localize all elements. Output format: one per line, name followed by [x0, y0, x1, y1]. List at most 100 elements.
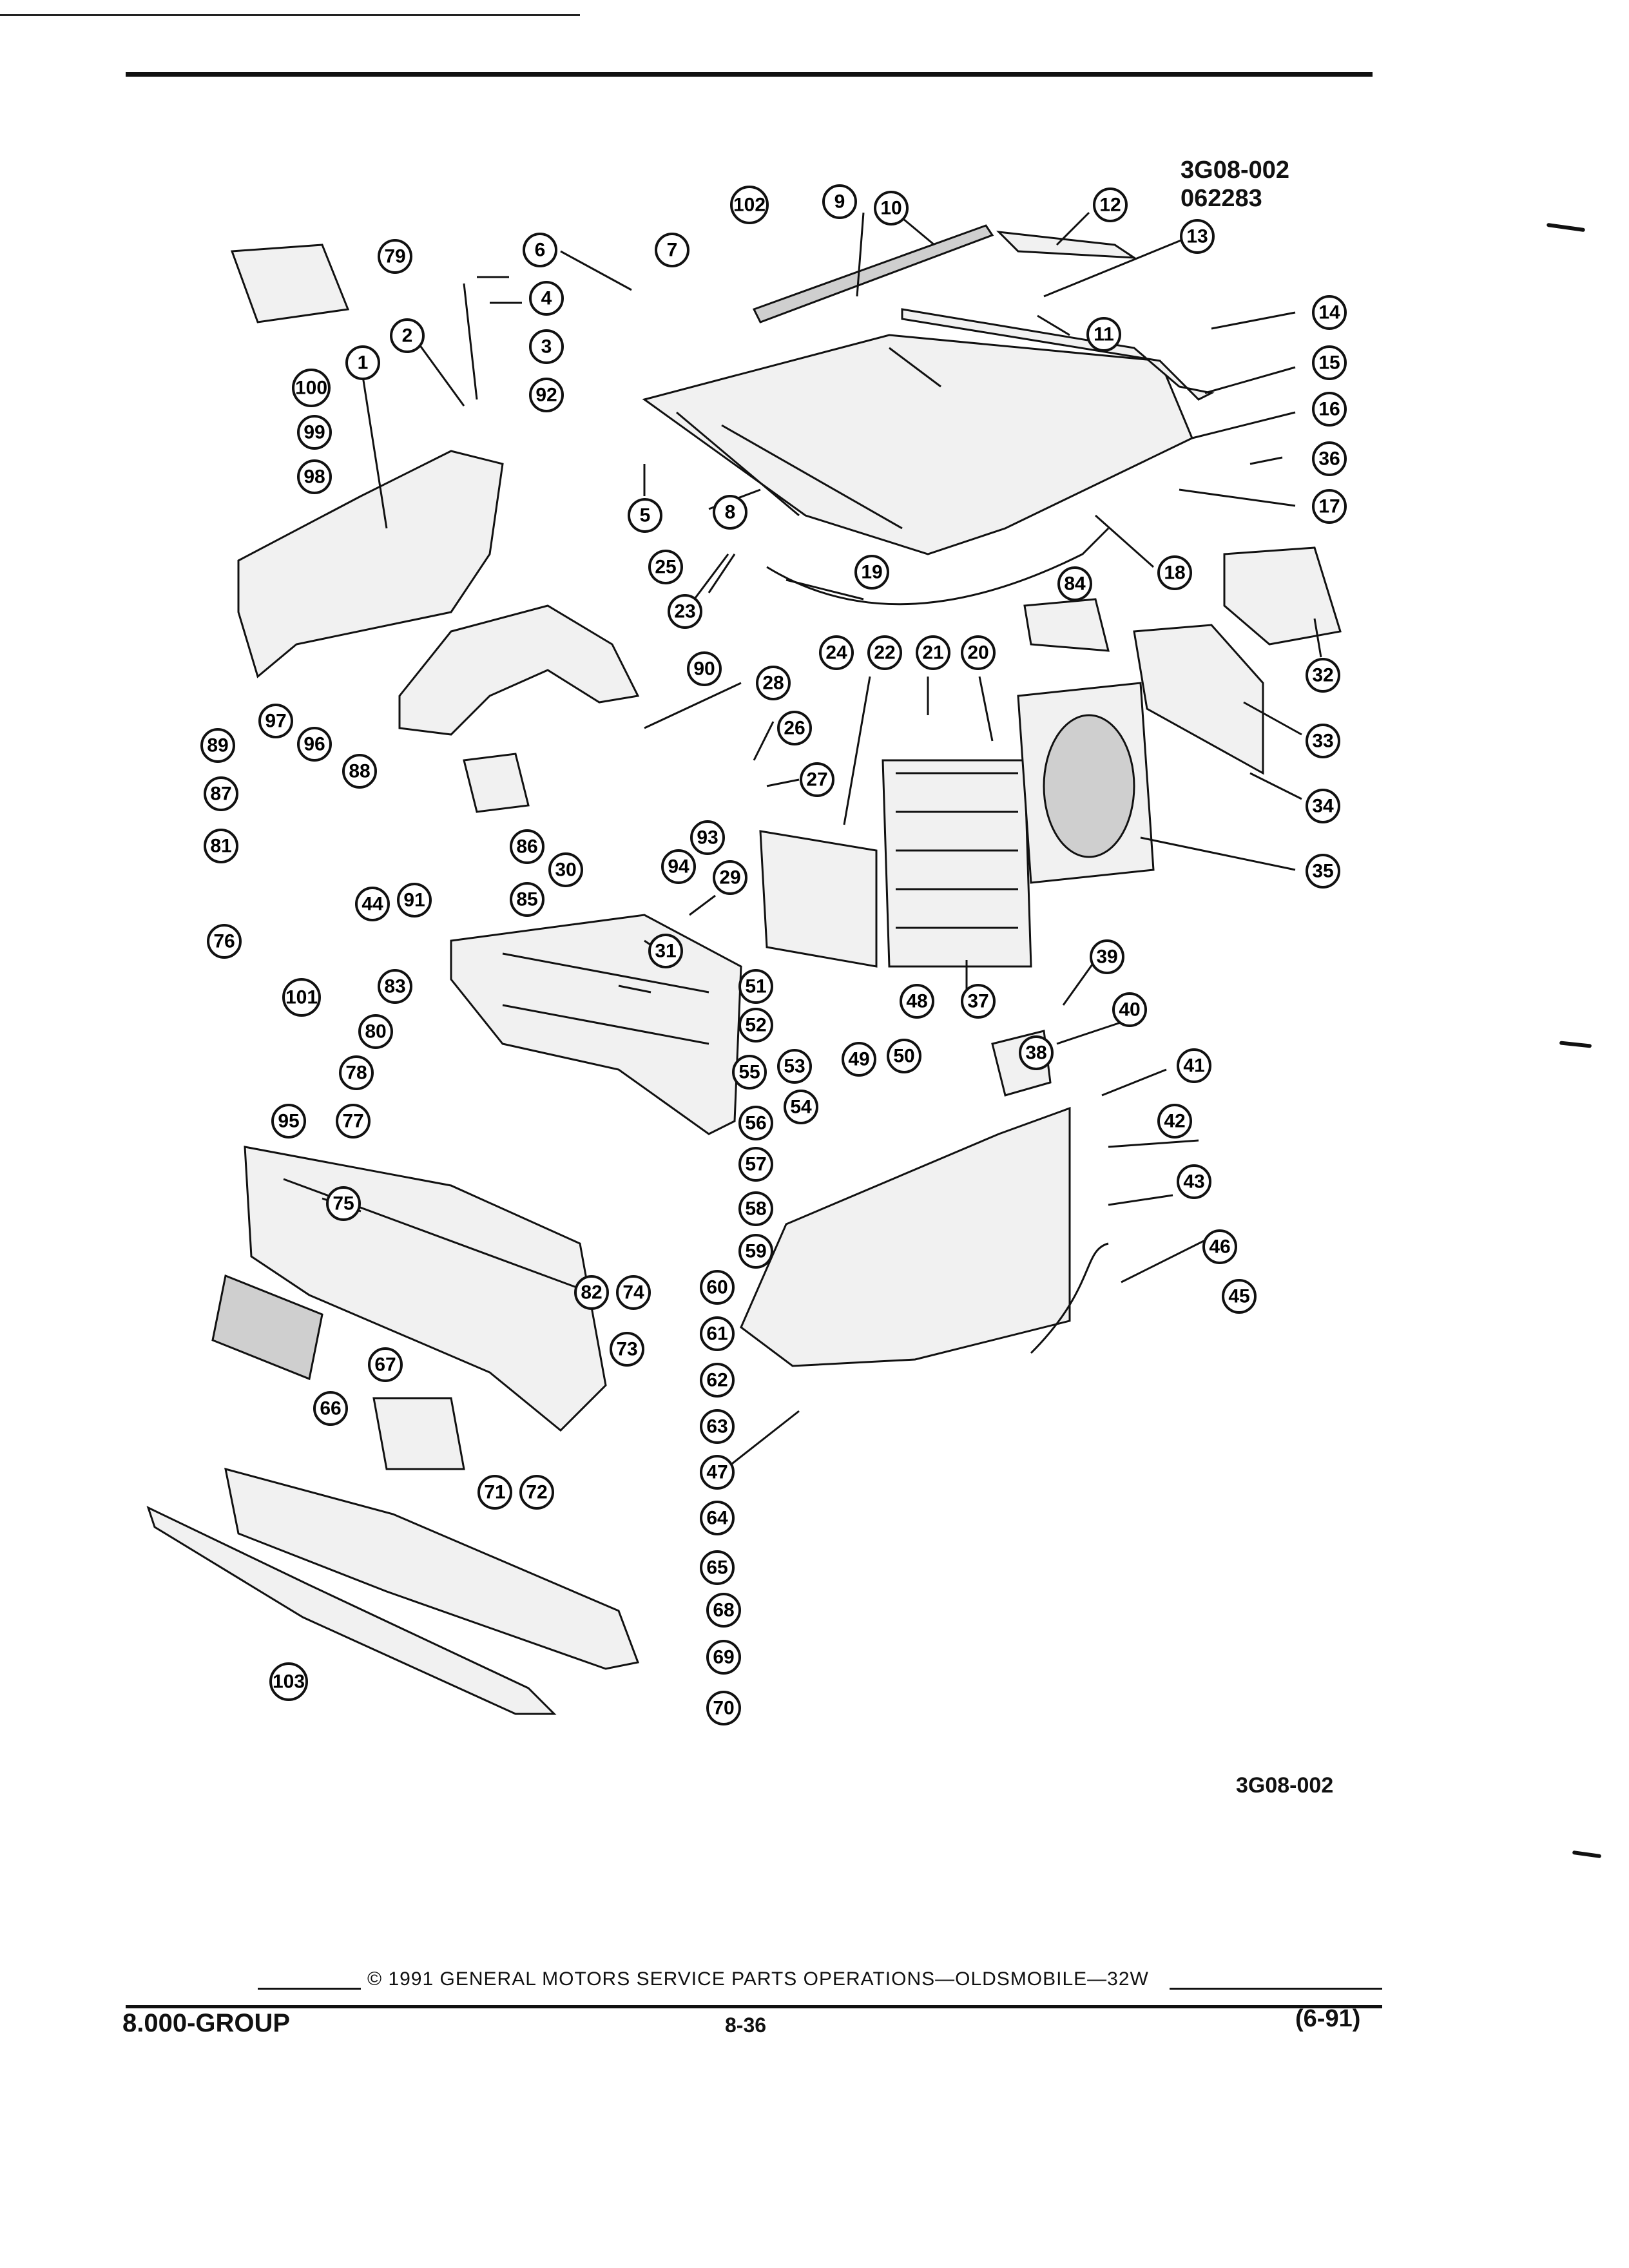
wheelhouse-liner — [398, 604, 640, 736]
battery-tray — [463, 753, 530, 813]
callout-number: 56 — [745, 1113, 766, 1134]
hood-rear-strip — [752, 224, 994, 323]
callout-number: 44 — [361, 894, 383, 915]
callout-number: 2 — [402, 325, 413, 347]
callout-23: 23 — [668, 594, 702, 629]
callout-1: 1 — [345, 345, 380, 380]
callout-circle — [1112, 992, 1147, 1027]
callout-number: 62 — [706, 1370, 728, 1391]
callout-21: 21 — [916, 635, 950, 670]
callout-circle — [706, 1691, 741, 1725]
upper-fan-shroud — [1133, 624, 1264, 775]
callout-number: 48 — [906, 991, 927, 1012]
callout-29: 29 — [713, 860, 747, 895]
upper-grille-panel — [996, 231, 1138, 259]
figure-ref-number: 062283 — [1181, 185, 1262, 212]
callout-65: 65 — [700, 1550, 735, 1585]
callout-number: 95 — [278, 1111, 299, 1132]
callout-number: 5 — [640, 505, 651, 526]
callout-10: 10 — [874, 191, 909, 226]
callout-31: 31 — [648, 934, 683, 968]
callout-number: 86 — [516, 836, 537, 858]
callout-number: 54 — [790, 1097, 812, 1118]
right-fender — [740, 1106, 1071, 1367]
callout-59: 59 — [738, 1234, 773, 1269]
callout-circle — [1306, 658, 1340, 693]
callout-circle — [1157, 555, 1192, 590]
callout-number: 99 — [304, 422, 325, 443]
callout-75: 75 — [326, 1186, 361, 1221]
callout-79: 79 — [378, 239, 412, 274]
engine-mount-bracket — [230, 244, 350, 323]
callout-45: 45 — [1222, 1279, 1257, 1314]
callout-number: 82 — [581, 1282, 602, 1303]
callout-number: 97 — [265, 711, 286, 732]
callout-34: 34 — [1306, 789, 1340, 823]
callout-102: 102 — [730, 186, 769, 224]
callout-number: 81 — [210, 836, 231, 857]
callout-40: 40 — [1112, 992, 1147, 1027]
callout-11: 11 — [1086, 317, 1121, 352]
callout-number: 72 — [526, 1482, 547, 1503]
callout-64: 64 — [700, 1501, 735, 1535]
callout-number: 21 — [922, 642, 943, 664]
callout-14: 14 — [1312, 295, 1347, 330]
callout-89: 89 — [200, 728, 235, 763]
callout-circle — [867, 635, 902, 670]
callout-number: 32 — [1312, 665, 1333, 686]
callout-circle — [378, 969, 412, 1004]
callout-number: 10 — [880, 198, 901, 219]
callout-62: 62 — [700, 1363, 735, 1398]
callout-number: 12 — [1099, 195, 1121, 216]
callout-circle — [529, 329, 564, 364]
callout-circle — [313, 1391, 348, 1426]
page-number: 8-36 — [725, 2013, 767, 2037]
callout-78: 78 — [339, 1055, 374, 1090]
callout-85: 85 — [510, 882, 545, 917]
callout-circle — [1093, 187, 1128, 222]
callout-number: 35 — [1312, 861, 1333, 882]
callout-circle — [1090, 939, 1124, 974]
callout-95: 95 — [271, 1104, 306, 1139]
callout-number: 46 — [1209, 1236, 1230, 1258]
footer-rule-right — [1170, 1988, 1382, 1990]
callout-number: 1 — [358, 352, 369, 374]
callout-circle — [874, 191, 909, 226]
grille — [211, 1274, 323, 1381]
callout-circle — [339, 1055, 374, 1090]
callout-circle — [1202, 1229, 1237, 1264]
callout-circle — [687, 651, 722, 686]
callout-circle — [738, 1147, 773, 1182]
callout-number: 11 — [1094, 324, 1114, 345]
callout-circle — [819, 635, 854, 670]
callout-circle — [510, 829, 545, 864]
callout-67: 67 — [368, 1347, 403, 1382]
callout-101: 101 — [282, 978, 321, 1017]
callout-circle — [269, 1662, 308, 1701]
callout-number: 55 — [738, 1062, 760, 1083]
callout-number: 77 — [342, 1111, 363, 1132]
callout-69: 69 — [706, 1640, 741, 1675]
callout-number: 80 — [365, 1021, 386, 1043]
callout-number: 50 — [893, 1046, 914, 1067]
callout-circle — [648, 550, 683, 584]
callout-circle — [887, 1039, 921, 1073]
callout-number: 59 — [745, 1241, 766, 1262]
callout-number: 9 — [834, 191, 845, 213]
callout-circle — [1312, 295, 1347, 330]
footer-rule-left — [258, 1988, 361, 1990]
callout-circle — [529, 378, 564, 412]
callout-99: 99 — [297, 415, 332, 450]
callout-circle — [706, 1640, 741, 1675]
hood-release-cable — [766, 527, 1110, 606]
callout-circle — [378, 239, 412, 274]
callout-circle — [616, 1275, 651, 1310]
callout-27: 27 — [800, 762, 834, 797]
hood-latch-bracket — [1023, 598, 1110, 652]
callout-number: 67 — [374, 1354, 396, 1376]
callout-circle — [700, 1501, 735, 1535]
callout-number: 33 — [1312, 731, 1333, 752]
callout-circle — [655, 233, 689, 267]
callout-circle — [523, 233, 557, 267]
callout-43: 43 — [1177, 1164, 1211, 1199]
